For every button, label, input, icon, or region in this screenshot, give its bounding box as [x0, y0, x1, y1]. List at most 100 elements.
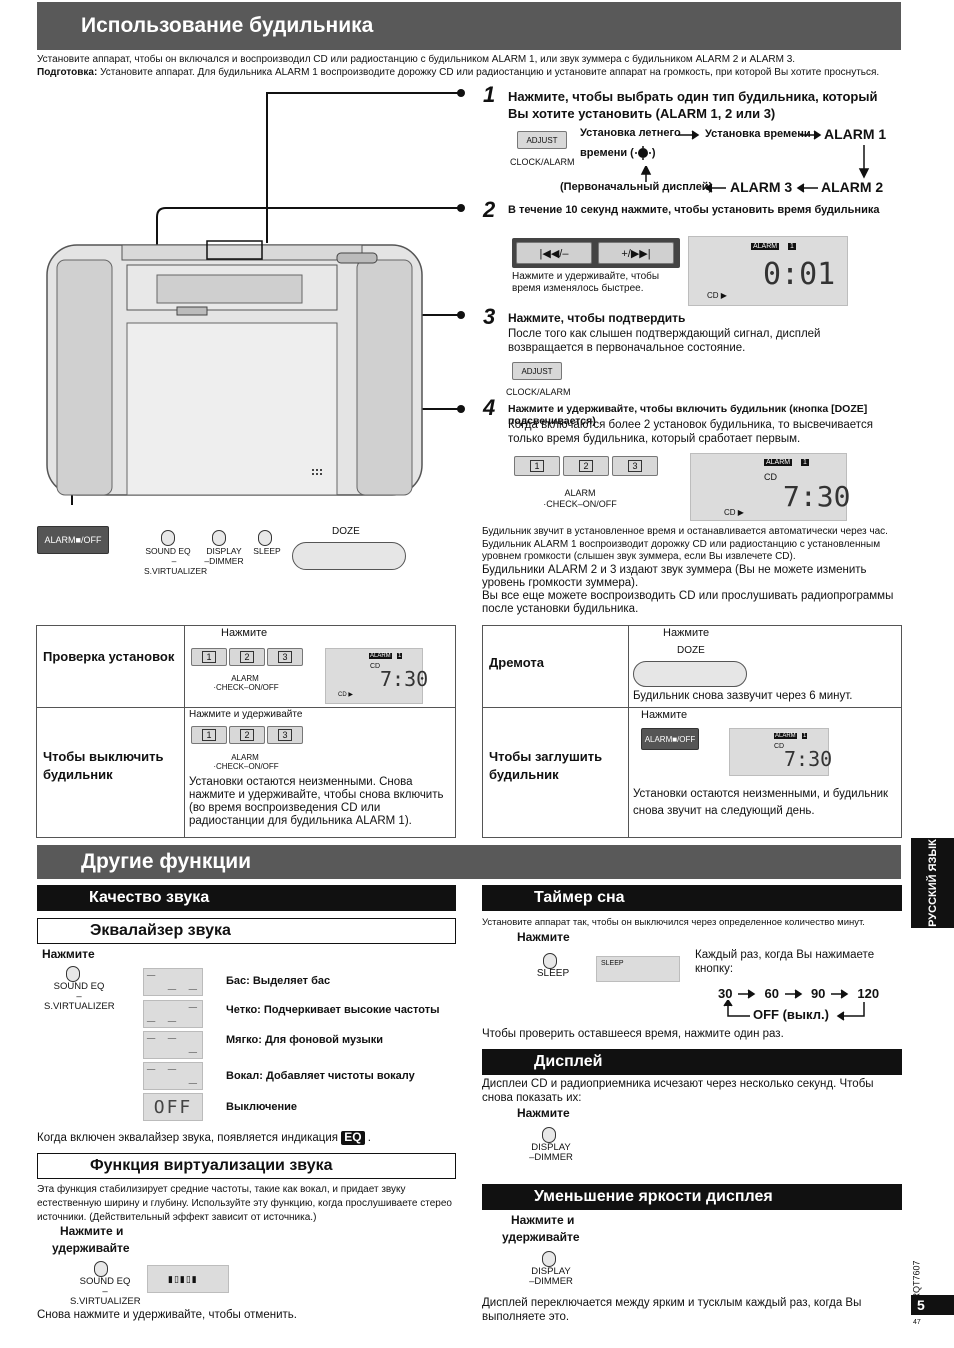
adjust-button-1[interactable]: ADJUST: [517, 131, 567, 149]
sleep-check-text: Чтобы проверить оставшееся время, нажмит…: [482, 1028, 784, 1040]
alarm-note-1: Будильник звучит в установленное время и…: [482, 526, 888, 537]
virt-press-hold-1: Нажмите и: [60, 1224, 124, 1238]
display-label: DISPLAY: [206, 546, 242, 556]
language-tab: РУССКИЙ ЯЗЫК: [911, 838, 954, 928]
eq-label-off: Выключение: [226, 1101, 297, 1113]
sound-quality-text: Качество звука: [89, 889, 210, 906]
summer-time-line1: Установка летнего: [580, 127, 681, 139]
step2-text: В течение 10 секунд нажмите, чтобы устан…: [508, 204, 880, 216]
sleep-value-120: 120: [857, 986, 880, 1001]
row-check-label: Проверка установок: [36, 625, 185, 708]
alarm-button-3[interactable]: 3: [612, 456, 658, 476]
alarm-button-1[interactable]: 1: [514, 456, 560, 476]
display-func-knob[interactable]: [542, 1127, 556, 1143]
display-func-button[interactable]: DISPLAY –DIMMER: [528, 1127, 574, 1163]
sleep-off-label: OFF (выкл.): [753, 1007, 829, 1022]
virtualizer-title-text: Функция виртуализации звука: [90, 1157, 333, 1174]
tbl-alarm-btn-3[interactable]: 3: [267, 648, 303, 666]
tbl2-check-label: ·CHECK–ON/OFF: [213, 762, 279, 771]
alarm-preparation: Подготовка: Установите аппарат. Для буди…: [37, 67, 907, 79]
sleep-timer-header: Таймер сна: [482, 885, 902, 911]
lcd-alarm-badge: ALARM: [751, 243, 780, 250]
alarm1-label: ALARM 1: [824, 126, 887, 142]
arrow-right-icon: [800, 130, 822, 140]
doze-label: DOZE: [332, 526, 360, 537]
prep-text: Установите аппарат. Для будильника ALARM…: [100, 67, 880, 78]
alarm2-label: ALARM 2: [821, 179, 884, 195]
tbl-lcd: ALARM 1 CD 7:30 CD ▶: [325, 648, 428, 704]
sleep-each-press: Каждый раз, когда Вы нажимаете кнопку:: [695, 949, 875, 975]
sound-quality-header: Качество звука: [37, 885, 456, 911]
alarm3-label: ALARM 3: [730, 179, 793, 195]
tbl2-b3: 3: [278, 729, 292, 741]
sleep-cycle: 30 60 90 120: [718, 986, 879, 1001]
tbl2-alarm-label: ALARM: [231, 753, 259, 762]
mute-lcd-alarm: ALARM: [774, 733, 797, 739]
alarm-off-button[interactable]: ALARM■/OFF: [37, 526, 109, 554]
alarm-button-2[interactable]: 2: [563, 456, 609, 476]
sleep-timer-knob[interactable]: [543, 953, 557, 969]
display-button[interactable]: DISPLAY –DIMMER: [204, 530, 244, 566]
dimmer-text: Дисплей переключается между ярким и туск…: [482, 1297, 862, 1323]
lcd-alarm-badge: ALARM: [764, 459, 793, 466]
dimmer-knob[interactable]: [542, 1251, 556, 1267]
row-mute-label: Чтобы заглушить будильник: [482, 707, 629, 838]
step4-check-label: ·CHECK–ON/OFF: [543, 499, 617, 509]
row-off-content: Нажмите и удерживайте 1 2 3 ALARM ·CHECK…: [184, 707, 456, 838]
adjust-button-3[interactable]: ADJUST: [512, 362, 562, 380]
tbl2-alarm-btn-2[interactable]: 2: [229, 726, 265, 744]
sleep-knob[interactable]: [258, 530, 272, 546]
display-knob[interactable]: [212, 530, 226, 546]
eq-label-vocal: Вокал: Добавляет чистоты вокалу: [226, 1070, 415, 1082]
row-mute-note: Установки остаются неизменными, и будиль…: [633, 788, 889, 817]
virt-sound-eq-button[interactable]: SOUND EQ –S.VIRTUALIZER: [70, 1261, 141, 1307]
prev-button[interactable]: |◀◀/–: [516, 242, 592, 264]
sleep-timer-label: SLEEP: [536, 968, 570, 979]
lcd-time: 7:30: [783, 480, 851, 513]
next-button[interactable]: +/▶▶|: [598, 242, 674, 264]
row-check-content: Нажмите 1 2 3 ALARM ·CHECK–ON/OFF ALARM …: [184, 625, 456, 708]
eq-sound-eq-button[interactable]: SOUND EQ –S.VIRTUALIZER: [44, 966, 115, 1012]
arrow-right-icon: [831, 988, 849, 999]
lcd-cd: CD ▶: [707, 291, 727, 300]
step2-hint: Нажмите и удерживайте, чтобы время измен…: [512, 271, 660, 294]
lcd-time: 0:01: [763, 257, 836, 292]
tbl2-alarm-btn-1[interactable]: 1: [191, 726, 227, 744]
display-func-dimmer: –DIMMER: [529, 1152, 573, 1163]
table-alarm-off-button[interactable]: ALARM■/OFF: [641, 728, 699, 750]
tbl-alarm-btn-2[interactable]: 2: [229, 648, 265, 666]
tbl2-alarm-btn-3[interactable]: 3: [267, 726, 303, 744]
doze-button[interactable]: [292, 542, 406, 570]
dimmer-label: –DIMMER: [204, 556, 244, 566]
dimmer-title-text: Уменьшение яркости дисплея: [534, 1188, 773, 1205]
sleep-timer-button[interactable]: SLEEP: [533, 953, 573, 979]
virtualizer-text: Эта функция стабилизирует средние частот…: [37, 1184, 452, 1223]
sound-eq-button[interactable]: SOUND EQ –S.VIRTUALIZER: [144, 530, 207, 576]
sleep-press-label: Нажмите: [517, 930, 570, 944]
table-doze-button[interactable]: [633, 661, 747, 687]
page-number-small: 47: [913, 1319, 921, 1326]
eq-lcd-off: OFF: [143, 1093, 203, 1121]
virt-virtualizer-label: –S.VIRTUALIZER: [70, 1286, 141, 1307]
alarm-title-text: Использование будильника: [81, 14, 374, 37]
alarm-check-table: Проверка установок Нажмите 1 2 3 ALARM ·…: [36, 625, 456, 838]
step1-number: 1: [483, 82, 496, 107]
sleep-button[interactable]: SLEEP: [252, 530, 282, 556]
equalizer-header: Эквалайзер звука: [37, 918, 456, 944]
step4-number: 4: [483, 395, 496, 420]
virt-press-hold-2: удерживайте: [52, 1241, 130, 1255]
arrow-left-icon: [704, 183, 726, 193]
eq-knob[interactable]: [66, 966, 80, 982]
row-off-note: Установки остаются неизменными. Снова на…: [189, 776, 444, 827]
dimmer-button[interactable]: DISPLAY –DIMMER: [528, 1251, 574, 1287]
virt-cancel-text: Снова нажмите и удерживайте, чтобы отмен…: [37, 1309, 297, 1321]
step3-detail: После того как слышен подтверждающий сиг…: [508, 328, 821, 354]
row-doze-content: Нажмите DOZE Будильник снова зазвучит че…: [628, 625, 902, 708]
b2-text: 2: [579, 460, 593, 472]
virt-knob[interactable]: [94, 1261, 108, 1277]
tbl-alarm-btn-1[interactable]: 1: [191, 648, 227, 666]
display-title-text: Дисплей: [534, 1053, 603, 1070]
sound-eq-knob[interactable]: [161, 530, 175, 546]
step3-text: Нажмите, чтобы подтвердить: [508, 311, 686, 325]
alarm-section-title: Использование будильника: [37, 2, 901, 50]
